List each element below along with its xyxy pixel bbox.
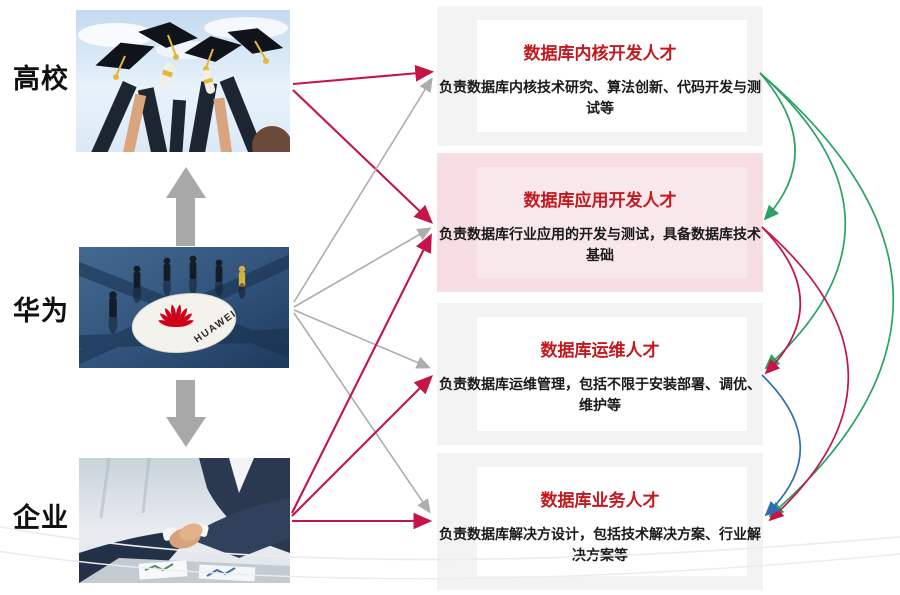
talent-box-body: 负责数据库行业应用的开发与测试，具备数据库技术基础 [439,226,761,263]
arrow-straight-6 [291,233,432,514]
talent-box-title: 数据库运维人才 [540,341,660,360]
arrow-curved-0 [759,72,796,221]
arrow-curved-5 [761,374,802,517]
talent-box-title: 数据库业务人才 [540,491,660,510]
arrow-curved-2 [759,72,895,518]
talent-box-title: 数据库应用开发人才 [523,191,677,210]
handshake-illustration [79,458,290,583]
graduation-caps-illustration [76,10,290,152]
arrow-straight-1 [292,89,434,224]
arrow-straight-2 [293,77,433,303]
arrow-curved-4 [761,226,850,522]
down-arrow-icon [166,380,206,447]
arrow-curved-1 [759,72,847,370]
talent-box-app-dev: 数据库应用开发人才 负责数据库行业应用的开发与测试，具备数据库技术基础 [437,153,763,292]
huawei-illustration: HUAWEI [79,247,289,368]
arrow-straight-4 [293,309,431,369]
arrow-straight-7 [291,375,433,517]
label-huawei: 华为 [13,296,69,326]
up-arrow-icon [166,167,206,246]
graduation-caps-photo [76,10,290,152]
label-enterprises: 企业 [13,503,69,533]
talent-box-business: 数据库业务人才 负责数据库解决方设计，包括技术解决方案、行业解决方案等 [437,453,763,590]
label-universities: 高校 [13,64,69,94]
talent-box-body: 负责数据库内核技术研究、算法创新、代码开发与测试等 [439,79,761,116]
talent-box-inner [477,167,747,278]
talent-box-kernel-dev: 数据库内核开发人才 负责数据库内核技术研究、算法创新、代码开发与测试等 [437,6,763,146]
huawei-petal-logo [158,304,194,328]
business-handshake-photo [79,458,290,583]
arrow-straight-3 [293,227,432,308]
talent-box-body: 负责数据库解决方设计，包括技术解决方案、行业解决方案等 [439,526,761,563]
talent-box-inner [477,317,747,431]
arrow-curved-3 [761,226,802,375]
huawei-figurines-photo: HUAWEI [79,247,289,368]
talent-box-ops: 数据库运维人才 负责数据库运维管理，包括不限于安装部署、调优、维护等 [437,303,763,445]
arrow-straight-5 [293,312,431,514]
talent-box-body: 负责数据库运维管理，包括不限于安装部署、调优、维护等 [439,376,761,413]
arrow-straight-0 [292,64,435,86]
talent-box-title: 数据库内核开发人才 [523,44,677,63]
talent-box-inner [477,20,747,132]
